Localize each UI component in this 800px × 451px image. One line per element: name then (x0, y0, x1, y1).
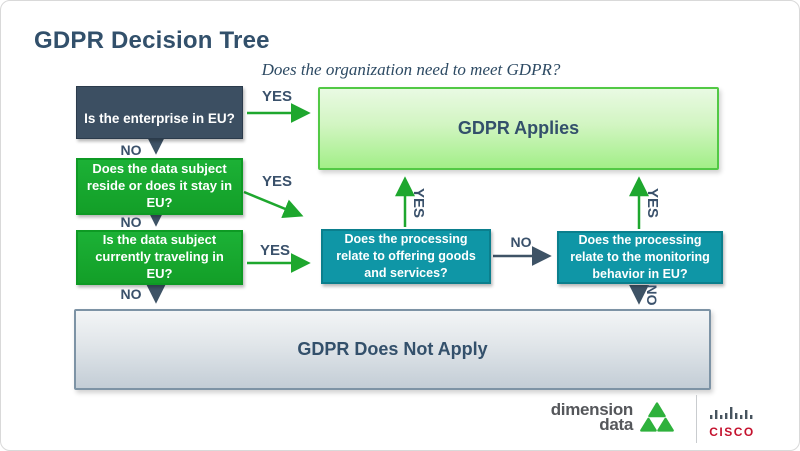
node-processing-goods-services: Does the processing relate to offering g… (321, 229, 491, 284)
edge-label-q1-no: NO (120, 142, 142, 158)
edge-label-q5-yes: YES (644, 187, 661, 218)
cisco-wordmark: CISCO (709, 425, 755, 439)
diagram-question-subtitle: Does the organization need to meet GDPR? (261, 60, 561, 79)
cisco-logo: CISCO (703, 406, 761, 439)
dimension-data-line1: dimension (550, 400, 634, 419)
node-processing-monitoring: Does the processing relate to the monito… (557, 231, 723, 284)
node-gdpr-does-not-apply: GDPR Does Not Apply (74, 309, 711, 390)
page-title: GDPR Decision Tree (34, 27, 270, 54)
edge-label-q5-no: NO (644, 284, 660, 306)
dimension-data-triangle-icon (639, 400, 675, 439)
node-is-enterprise-in-eu: Is the enterprise in EU? (76, 86, 243, 139)
node-gdpr-applies: GDPR Applies (318, 87, 719, 170)
node-data-subject-traveling: Is the data subject currently traveling … (76, 230, 243, 285)
arrow-q2-yes (243, 190, 304, 219)
edge-label-q2-no: NO (120, 214, 142, 230)
edge-label-q2-yes: YES (261, 173, 292, 190)
edge-label-q4-no: NO (510, 234, 532, 250)
footer-divider (696, 395, 697, 443)
edge-label-q4-yes: YES (410, 187, 427, 218)
edge-label-q1-yes: YES (261, 88, 292, 105)
cisco-bars-icon (710, 407, 753, 419)
dimension-data-line2: data (599, 415, 633, 434)
dimension-data-wordmark: dimension data (501, 400, 634, 434)
node-data-subject-reside: Does the data subject reside or does it … (76, 158, 243, 215)
edge-label-q3-yes: YES (259, 242, 290, 259)
edge-label-q3-no: NO (120, 286, 142, 302)
